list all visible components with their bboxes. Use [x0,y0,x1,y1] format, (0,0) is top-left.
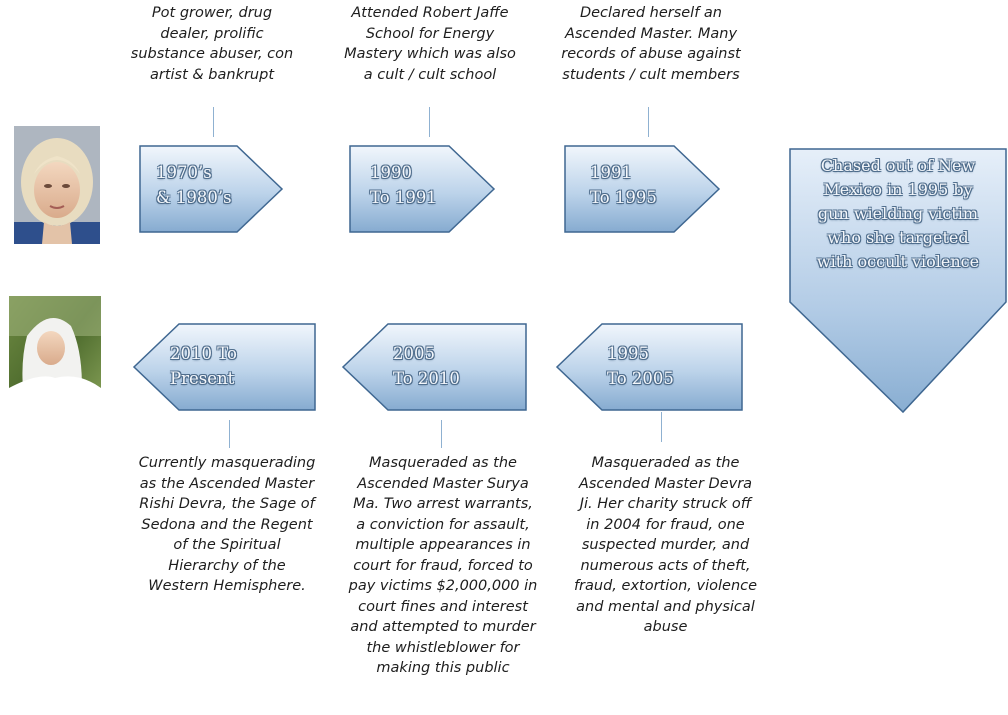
connector-1970s [213,107,214,137]
arrow-label-1970s: 1970’s & 1980’s [156,163,232,207]
connector-1991 [648,107,649,137]
portrait-photo [9,296,101,416]
arrow-2005 [341,323,527,411]
connector-1990 [429,107,430,137]
note-2010: Currently masquerading as the Ascended M… [138,455,316,594]
connector-2005 [441,420,442,448]
arrow-label-2010: 2010 To Present [170,344,237,388]
arrow-label-1991: 1991 To 1995 [590,163,657,207]
arrow-chased-out [789,148,1007,414]
connector-1995 [661,412,662,442]
mugshot-photo [14,126,100,244]
note-1991: Declared herself an Ascended Master. Man… [561,5,741,83]
note-1970s: Pot grower, drug dealer, prolific substa… [130,5,294,83]
arrow-label-1995: 1995 To 2005 [607,344,674,388]
arrow-1991 [564,145,721,233]
arrow-2010 [132,323,316,411]
arrow-1990 [349,145,496,233]
note-2005: Masqueraded as the Ascended Master Surya… [348,455,538,676]
arrow-label-1990: 1990 To 1991 [370,163,437,207]
connector-2010 [229,420,230,448]
note-1995: Masqueraded as the Ascended Master Devra… [573,455,758,635]
note-1990: Attended Robert Jaffe School for Energy … [344,5,516,83]
arrow-1995 [555,323,743,411]
arrow-label-chased-out: Chased out of New Mexico in 1995 by gun … [816,156,980,271]
arrow-label-2005: 2005 To 2010 [393,344,460,388]
arrow-1970s [139,145,284,233]
